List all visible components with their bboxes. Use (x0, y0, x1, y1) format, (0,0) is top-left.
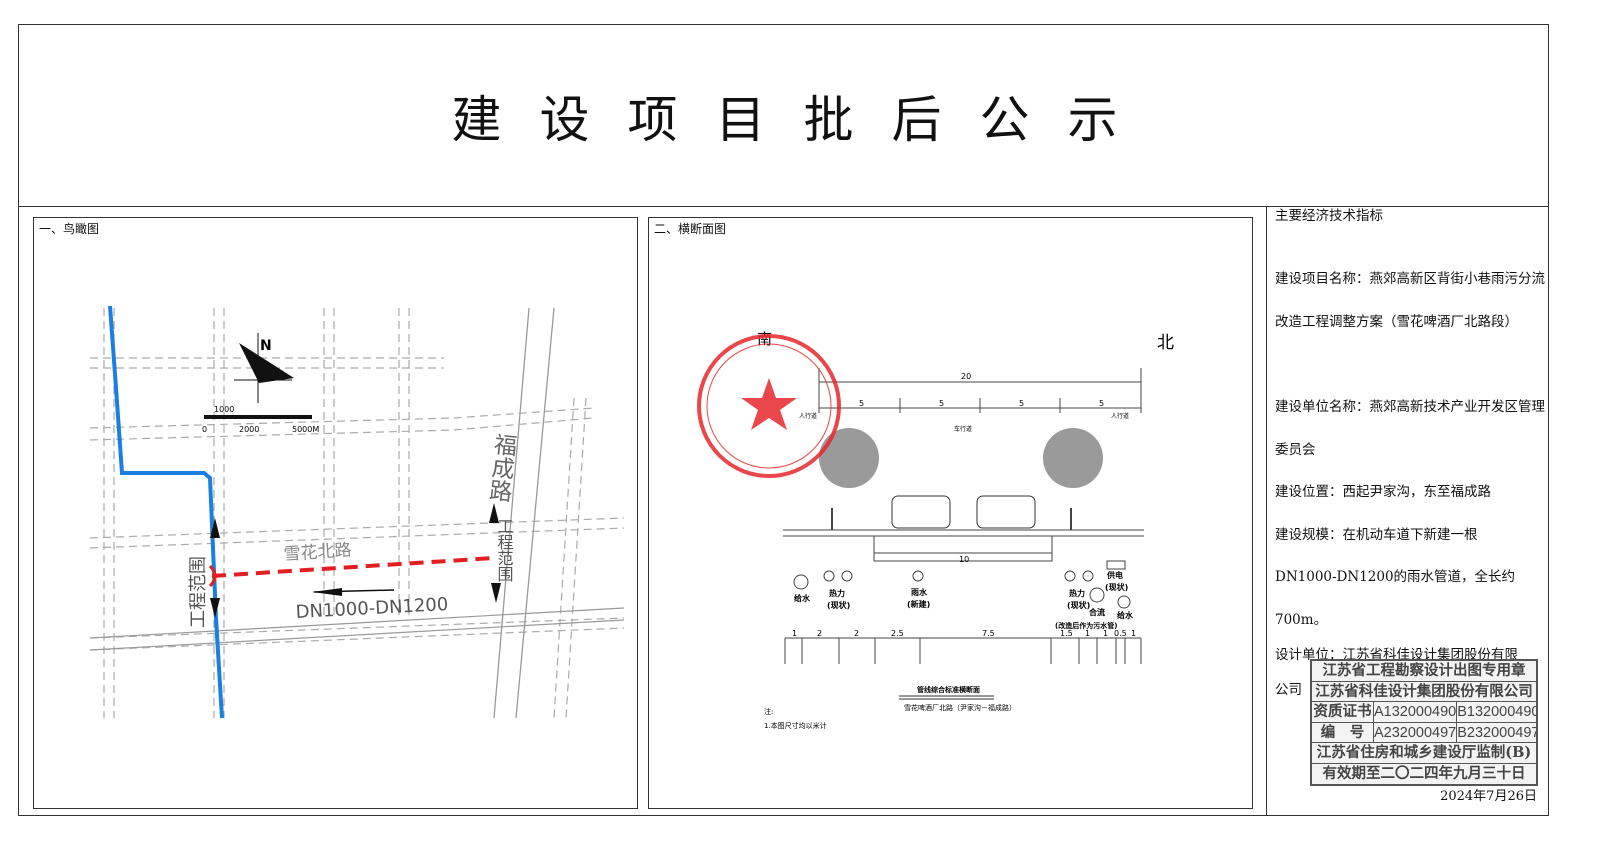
svg-text:2: 2 (817, 629, 822, 638)
scale-tick: 0 (202, 425, 207, 434)
pipe-labels: 给水 热力 (现状) 雨水 (新建) 热力 (现状) 供电 (现状) 合流 (改造后作为污… (794, 570, 1134, 630)
north-label: N (260, 338, 272, 354)
bottom-dims: 1 2 2 2.5 7.5 1.5 1 1 0.5 1 (792, 629, 1136, 638)
pipe-route (211, 556, 495, 578)
indicators-heading: 主要经济技术指标 (1275, 208, 1383, 224)
svg-text:给水: 给水 (794, 593, 811, 603)
road-width-dim: 10 (959, 555, 969, 564)
svg-text:供电: 供电 (1106, 570, 1123, 580)
road-edge (89, 607, 625, 651)
scale-top: 1000 (214, 405, 234, 414)
dim-sub: 5 (1099, 399, 1104, 408)
cross-section-drawing: 南 北 20 5 5 5 5 人行道 人行道 车行道 10 给水 (697, 330, 1174, 730)
construction-scale-2: DN1000-DN1200的雨水管道，全长约 (1275, 569, 1516, 585)
note-title: 注: (764, 707, 773, 716)
stamp-line: 江苏省住房和城乡建设厅监制(B) (1312, 743, 1536, 764)
svg-text:给水: 给水 (1117, 610, 1134, 620)
car-icons (891, 495, 1036, 529)
road-grid (89, 308, 625, 719)
dim-total: 20 (961, 372, 971, 381)
svg-text:1: 1 (1103, 629, 1108, 638)
stamp-line: 江苏省科佳设计集团股份有限公司 (1312, 682, 1536, 702)
cross-section-panel: 二、横断面图 南 北 20 5 5 5 5 人行道 人行道 车行道 10 (648, 217, 1253, 809)
scale-tick: 2000 (239, 425, 259, 434)
svg-text:2.5: 2.5 (891, 629, 904, 638)
svg-text:1: 1 (792, 629, 797, 638)
svg-text:热力: 热力 (829, 588, 845, 598)
dim-sub: 5 (939, 399, 944, 408)
svg-text:雨水: 雨水 (911, 587, 928, 597)
notice-frame: 建设项目批后公示 一、鸟瞰图 (18, 24, 1549, 816)
range-arrows (210, 503, 501, 618)
svg-text:1.5: 1.5 (1060, 629, 1073, 638)
svg-text:7.5: 7.5 (982, 629, 995, 638)
tree-icons (819, 428, 1103, 488)
svg-text:1: 1 (1085, 629, 1090, 638)
caption-subtitle: 雪花啤酒厂北路（尹家沟－福成路） (904, 703, 1016, 712)
svg-text:(现状): (现状) (1105, 582, 1128, 592)
carriageway-label: 车行道 (954, 425, 972, 433)
construction-location: 建设位置：西起尹家沟，东至福成路 (1275, 484, 1491, 500)
svg-text:1: 1 (1131, 629, 1136, 638)
construction-unit: 建设单位名称：燕郊高新技术产业开发区管理委员会 (1275, 399, 1545, 458)
svg-text:2: 2 (854, 629, 859, 638)
range-label-right: 工程范围 (495, 518, 514, 582)
aerial-map-panel: 一、鸟瞰图 (33, 217, 638, 809)
construction-scale-3: 700m。 (1275, 612, 1328, 628)
river-line (108, 305, 224, 719)
compass-icon (234, 333, 294, 403)
north-label: 北 (1157, 333, 1174, 353)
scale-bar (204, 415, 312, 419)
design-unit-cont: 公司 (1275, 682, 1302, 698)
aerial-map: N 1000 0 2000 5000M 雪花北路 福成路 工程范围 工程范围 D… (89, 305, 625, 719)
fucheng-road-edge (493, 307, 555, 719)
svg-text:热力: 热力 (1069, 588, 1085, 598)
svg-text:(现状): (现状) (1067, 600, 1090, 610)
construction-scale-1: 建设规模：在机动车道下新建一根 (1275, 527, 1478, 543)
svg-text:(改造后作为污水管): (改造后作为污水管) (1055, 621, 1117, 630)
indicators-column: 主要经济技术指标 建设项目名称：燕郊高新区背街小巷雨污分流改造工程调整方案（雪花… (1266, 207, 1549, 816)
page-title: 建设项目批后公示 (451, 90, 1156, 149)
title-row: 建设项目批后公示 (19, 25, 1548, 207)
caption-title: 管线综合标准横断面 (917, 685, 980, 694)
flow-arrow-head-icon (312, 588, 342, 596)
scale-tick: 5000M (292, 425, 319, 434)
svg-text:0.5: 0.5 (1114, 629, 1127, 638)
svg-text:(现状): (现状) (827, 600, 850, 610)
panel-label: 二、横断面图 (654, 222, 727, 236)
note-text: 1.本图尺寸均以米计 (764, 721, 827, 730)
svg-text:合流: 合流 (1088, 607, 1105, 617)
sidewalk-label: 人行道 (1111, 412, 1129, 420)
svg-text:(新建): (新建) (907, 599, 930, 609)
south-label: 南 (757, 330, 772, 348)
dim-sub: 5 (1019, 399, 1024, 408)
dim-sub: 5 (859, 399, 864, 408)
company-seal (697, 334, 841, 478)
caption-underline (899, 695, 994, 700)
sidewalk-label: 人行道 (799, 412, 817, 420)
notice-date: 2024年7月26日 (1440, 789, 1537, 804)
stamp-line: 有效期至二〇二四年九月三十日 (1322, 764, 1526, 782)
road-label-xuehua: 雪花北路 (283, 540, 352, 565)
range-label-left: 工程范围 (188, 556, 209, 628)
pipe-connection-icon (208, 564, 217, 588)
stamp-line: 江苏省工程勘察设计出图专用章 (1312, 661, 1536, 682)
panel-label: 一、鸟瞰图 (39, 222, 100, 236)
project-name: 建设项目名称：燕郊高新区背街小巷雨污分流改造工程调整方案（雪花啤酒厂北路段） (1275, 271, 1545, 330)
